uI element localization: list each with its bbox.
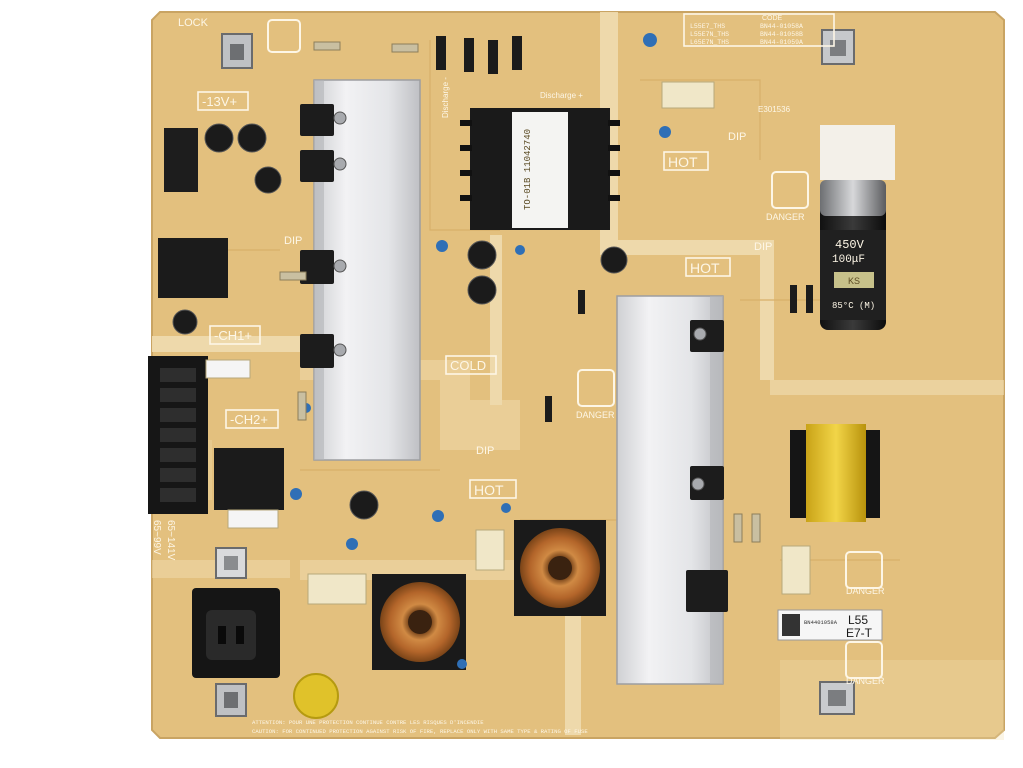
rail-13v-label: -13V+ bbox=[202, 94, 237, 109]
cap-capacitance: 100μF bbox=[832, 254, 865, 266]
voltage-label-b: 65~99V bbox=[151, 520, 162, 555]
cap-brand: KS bbox=[848, 276, 860, 286]
code-2: BN44-01058B bbox=[760, 31, 803, 38]
model-1: L55E7_THS bbox=[690, 23, 725, 30]
dip-label-1: DIP bbox=[284, 235, 302, 247]
model-2: L55E7N_THS bbox=[690, 31, 729, 38]
main-transformer bbox=[460, 108, 620, 230]
sticker-code: BN4401058A bbox=[804, 619, 838, 626]
model-label-1: L55 bbox=[848, 613, 868, 627]
standby-transformer bbox=[158, 238, 228, 298]
danger-label-2: DANGER bbox=[576, 410, 615, 420]
danger-label-1: DANGER bbox=[766, 212, 805, 222]
dip-label-4: DIP bbox=[476, 445, 494, 457]
mounting-clip-top-right bbox=[821, 29, 855, 65]
transistor-screws bbox=[333, 111, 707, 491]
codes-header: CODE bbox=[762, 15, 783, 22]
mounting-clip-bottom-left bbox=[215, 683, 247, 717]
ac-inlet bbox=[192, 588, 280, 678]
film-capacitors bbox=[205, 81, 811, 605]
hot-box-1 bbox=[663, 151, 709, 171]
hot-box-3 bbox=[469, 479, 517, 499]
transformer-marking: TO-01B 11042740 bbox=[523, 129, 533, 210]
voltage-label-a: 65~141V bbox=[165, 520, 176, 561]
axial-diodes bbox=[436, 36, 813, 422]
hot-label-3: HOT bbox=[474, 482, 504, 498]
dip-label-3: DIP bbox=[754, 241, 772, 253]
y-capacitor bbox=[293, 673, 339, 719]
small-connector bbox=[164, 128, 198, 192]
dip-label-2: DIP bbox=[728, 131, 746, 143]
model-3: L65E7N_THS bbox=[690, 39, 729, 46]
rail-ch1-box bbox=[209, 325, 261, 345]
output-connector bbox=[148, 356, 208, 514]
warning-line-2: CAUTION: FOR CONTINUED PROTECTION AGAINS… bbox=[252, 728, 588, 735]
cap-temp: 85°C (M) bbox=[832, 301, 875, 311]
ch2-inductor bbox=[214, 448, 284, 510]
hot-label-2: HOT bbox=[690, 260, 720, 276]
mounting-clip-bottom-right bbox=[819, 681, 855, 715]
electrolytic-capacitors bbox=[172, 123, 628, 520]
discharge-minus-label: Discharge - bbox=[441, 77, 450, 118]
common-mode-choke-center bbox=[514, 520, 606, 616]
code-3: BN44-01059A bbox=[760, 39, 803, 46]
code-table: CODE L55E7_THS L55E7N_THS L65E7N_THS BN4… bbox=[683, 13, 835, 47]
model-sticker bbox=[777, 609, 883, 641]
discharge-plus-label: Discharge + bbox=[540, 91, 583, 100]
rail-ch2-label: -CH2+ bbox=[230, 412, 268, 427]
rail-ch2-box bbox=[225, 409, 279, 429]
common-mode-choke-left bbox=[372, 574, 466, 670]
fuse-code: E301536 bbox=[758, 105, 791, 114]
lock-label: LOCK bbox=[178, 17, 209, 29]
mounting-clip-left-mid bbox=[215, 547, 247, 579]
warning-line-1: ATTENTION: POUR UNE PROTECTION CONTINUE … bbox=[252, 719, 484, 726]
cap-voltage: 450V bbox=[835, 238, 865, 252]
resistors bbox=[279, 41, 761, 543]
danger-label-4: DANGER bbox=[846, 676, 885, 686]
hand-warning-icon bbox=[267, 19, 883, 679]
danger-label-3: DANGER bbox=[846, 586, 885, 596]
hot-label-1: HOT bbox=[668, 154, 698, 170]
code-1: BN44-01058A bbox=[760, 23, 803, 30]
bulk-capacitor bbox=[820, 180, 886, 330]
model-label-2: E7-T bbox=[846, 626, 873, 640]
pfc-coil bbox=[790, 424, 880, 522]
rail-13v-box bbox=[197, 91, 249, 111]
mounting-clip-top-left bbox=[221, 33, 253, 69]
cold-box bbox=[445, 355, 497, 375]
rail-ch1-label: -CH1+ bbox=[214, 328, 252, 343]
hot-box-2 bbox=[685, 257, 731, 277]
cold-label: COLD bbox=[450, 358, 486, 373]
